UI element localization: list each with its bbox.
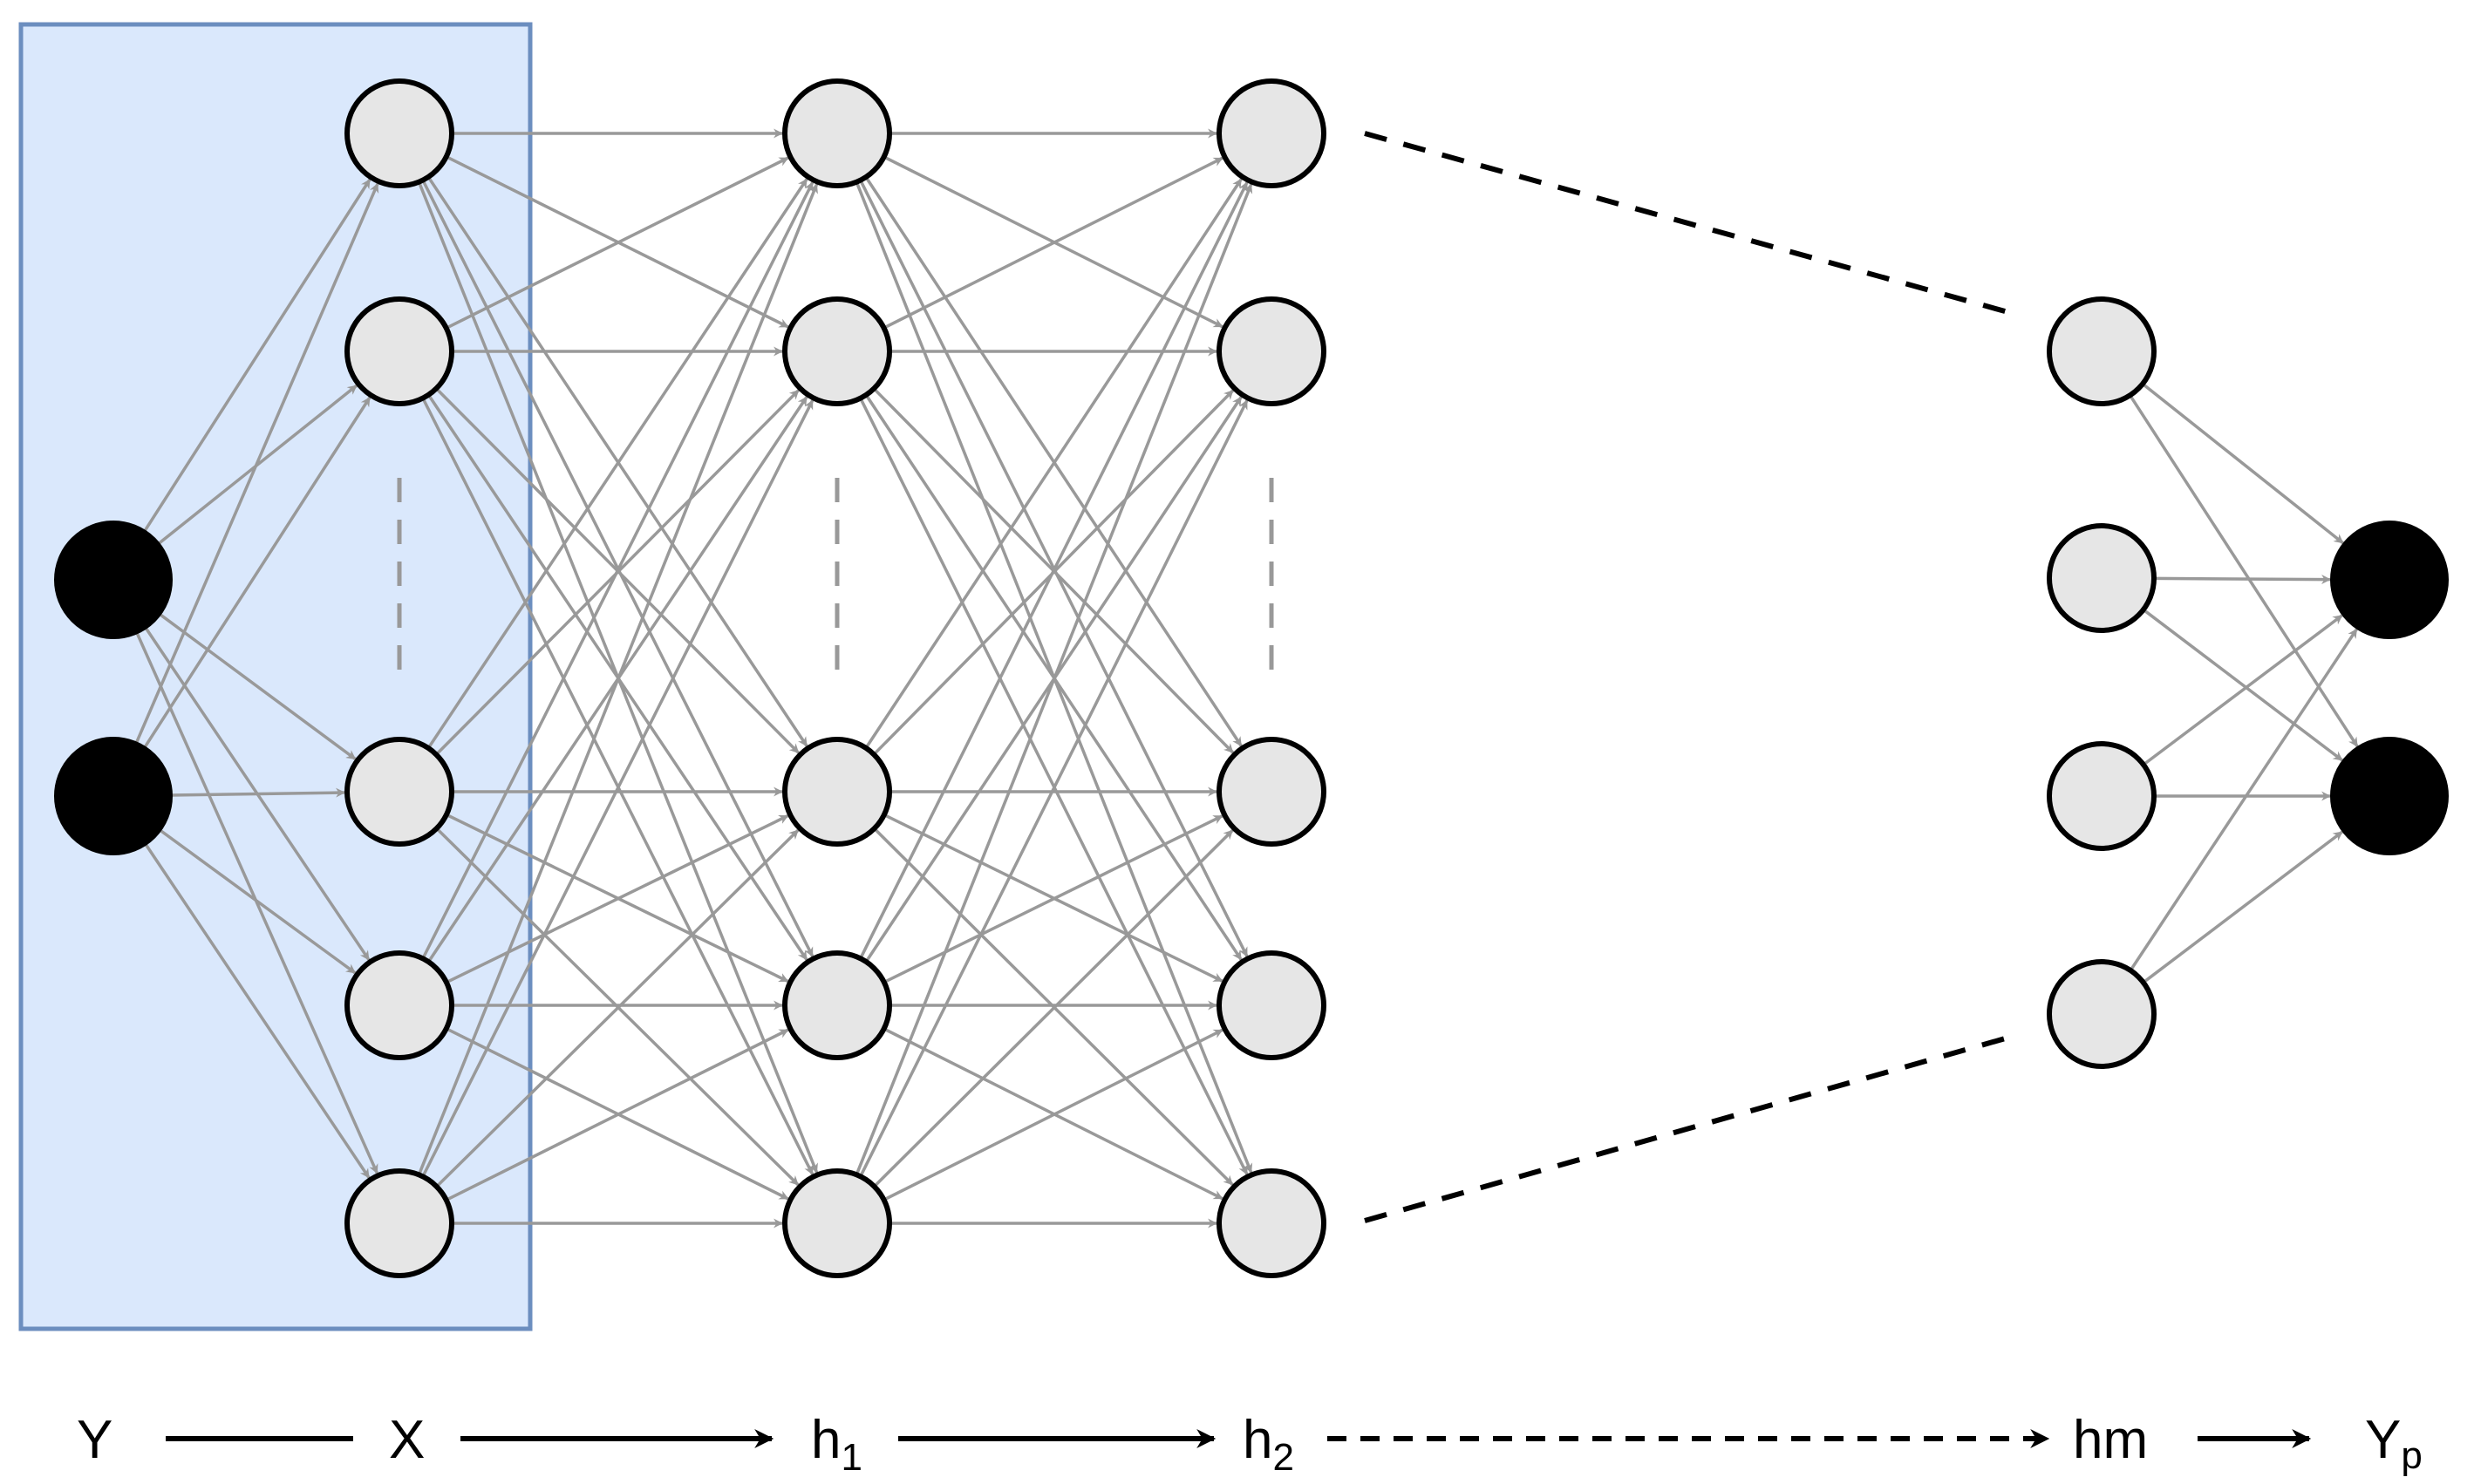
edge-x-4-to-h1-0 [417,183,819,1175]
label-yp-base: Y [2365,1410,2401,1470]
label-h1-sub: 1 [841,1436,862,1479]
edge-hm-0-to-output-0 [2141,382,2344,545]
neuron-h1-4 [782,1168,892,1278]
edge-h1-2-to-h2-0 [864,178,1243,749]
edge-input-0-to-x-0 [142,179,371,534]
skip-dashed-lines [1364,131,2015,1223]
neuron-x-2 [344,737,454,847]
edge-x-2-to-h1-0 [426,178,808,749]
neuron-h2-1 [1217,296,1326,406]
edge-input-1-to-x-2 [169,787,346,798]
neuron-h2-4 [1217,1168,1326,1278]
edge-input-1-to-x-1 [142,397,371,750]
neuron-h1-1 [782,296,892,406]
neuron-hm-3 [2047,959,2157,1069]
label-h2-sub: 2 [1272,1436,1293,1479]
edge-hm-0-to-output-1 [2129,394,2359,747]
edge-hm-3-to-output-1 [2142,830,2343,984]
neuron-x-4 [344,1168,454,1278]
label-y: Y [77,1410,112,1470]
label-hm: hm [2073,1410,2148,1470]
edge-x-3-to-h1-2 [446,814,789,984]
edge-x-4-to-h1-2 [435,828,800,1188]
neuron-h2-0 [1217,78,1326,188]
edge-h1-4-to-h2-1 [859,399,1249,1178]
neurons [54,78,2449,1278]
neuron-h1-2 [782,737,892,847]
label-x: X [389,1410,425,1470]
label-h1-base: h [811,1410,841,1470]
edge-input-1-to-x-3 [158,827,357,975]
layer-labels: Y X h1 h2 hm Yp [77,1410,2423,1479]
neuron-hm-2 [2047,741,2157,851]
edge-x-3-to-h1-0 [421,181,814,960]
label-yp-sub: p [2401,1434,2422,1477]
dashed-line-top [1364,131,2015,317]
dashed-line-bottom [1364,1033,2015,1223]
ellipsis-markers [397,478,1274,678]
edge-hm-1-to-output-1 [2142,608,2343,762]
label-h1: h1 [811,1410,862,1479]
edge-h1-4-to-h2-2 [873,829,1234,1188]
neuron-input-1 [54,737,173,855]
label-h2: h2 [1243,1410,1294,1479]
edge-hm-1-to-output-0 [2153,575,2332,585]
edge-hm-2-to-output-0 [2142,614,2343,766]
edge-x-1-to-h1-0 [445,156,789,330]
edge-x-4-to-h1-3 [445,1028,789,1201]
highlight-region [18,22,533,1331]
label-yp: Yp [2365,1410,2423,1477]
neuron-output-1 [2330,737,2449,855]
neuron-hm-1 [2047,523,2157,633]
edge-hm-3-to-output-0 [2129,628,2358,971]
edge-input-0-to-x-2 [158,612,357,760]
neuron-x-1 [344,296,454,406]
edge-x-4-to-h1-1 [421,399,814,1178]
edge-h1-3-to-h2-0 [859,181,1249,960]
neuron-x-3 [344,950,454,1060]
edge-h1-1-to-h2-0 [883,156,1223,330]
edge-h1-4-to-h2-3 [883,1028,1223,1201]
edge-h1-4-to-h2-0 [855,183,1253,1175]
label-h2-base: h [1243,1410,1272,1470]
neuron-output-0 [2330,521,2449,639]
neuron-input-0 [54,521,173,639]
edge-input-1-to-x-0 [134,182,379,745]
edge-h1-3-to-h2-2 [883,814,1223,984]
neuron-x-0 [344,78,454,188]
neuron-hm-0 [2047,296,2157,406]
neuron-h1-0 [782,78,892,188]
neuron-h2-2 [1217,737,1326,847]
neuron-h1-3 [782,950,892,1060]
edge-input-1-to-x-4 [143,842,371,1179]
connection-edges [134,128,2359,1229]
neuron-h2-3 [1217,950,1326,1060]
